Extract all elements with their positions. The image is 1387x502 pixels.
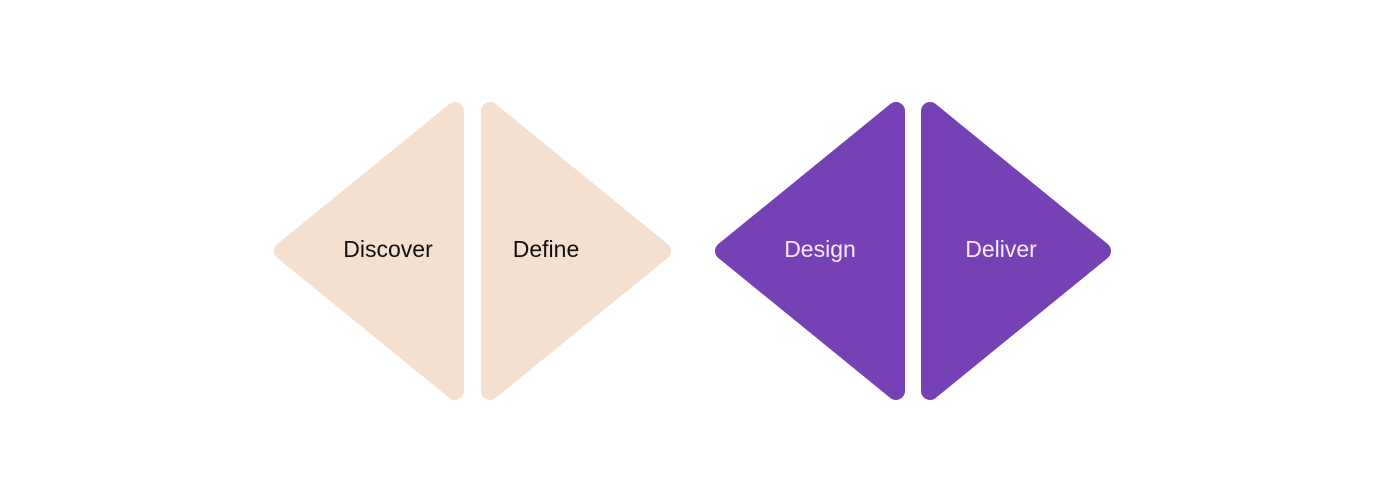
phase-label-deliver: Deliver [965, 236, 1037, 262]
phase-shape-define [481, 102, 671, 400]
phase-label-define: Define [513, 236, 579, 262]
phase-shape-deliver [921, 102, 1111, 400]
phase-define: Define [481, 102, 671, 400]
phase-shape-design [715, 102, 905, 400]
phase-design: Design [715, 102, 905, 400]
phase-label-design: Design [784, 236, 856, 262]
phase-discover: Discover [274, 102, 464, 400]
phase-deliver: Deliver [921, 102, 1111, 400]
phase-shape-discover [274, 102, 464, 400]
phase-label-discover: Discover [343, 236, 433, 262]
